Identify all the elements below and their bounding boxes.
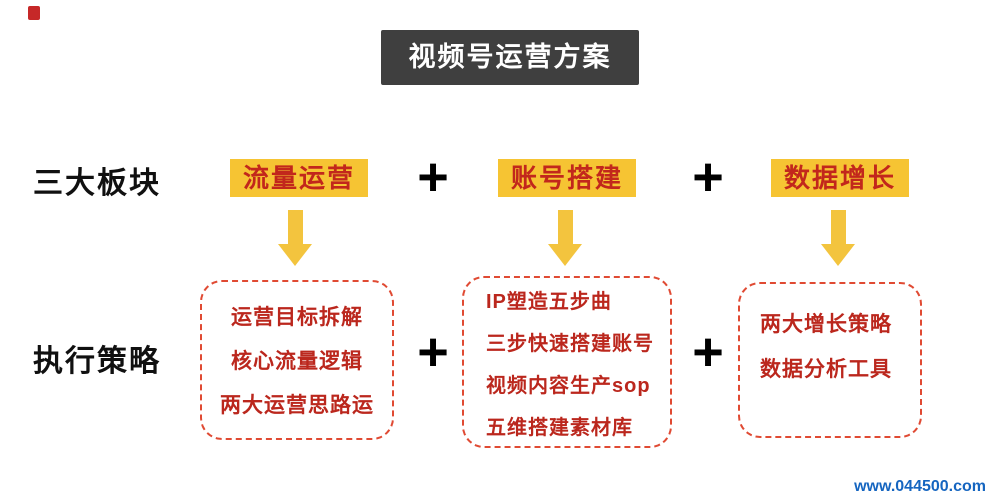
- down-arrow-icon: [821, 210, 855, 266]
- column-header-growth: 数据增长: [771, 159, 910, 197]
- corner-mark-icon: [28, 6, 40, 20]
- row-label-three-blocks: 三大板块: [33, 167, 161, 200]
- arrow-head: [548, 244, 582, 266]
- arrow-head: [821, 244, 855, 266]
- strategy-item: 三步快速搭建账号: [486, 332, 654, 355]
- strategy-item: 数据分析工具: [760, 358, 892, 381]
- arrow-head: [278, 244, 312, 266]
- plus-icon: +: [417, 322, 449, 382]
- down-arrow-icon: [278, 210, 312, 266]
- arrow-shaft: [557, 210, 573, 244]
- strategy-item: 核心流量逻辑: [231, 350, 363, 373]
- watermark-url: www.044500.com: [854, 478, 986, 495]
- column-header-account: 账号搭建: [498, 159, 637, 197]
- page-title: 视频号运营方案: [381, 30, 639, 85]
- row-label-execution-strategy: 执行策略: [33, 345, 161, 378]
- plus-icon: +: [692, 147, 724, 207]
- strategy-item: 视频内容生产sop: [486, 374, 651, 397]
- strategy-box-traffic: 运营目标拆解 核心流量逻辑 两大运营思路运: [200, 280, 394, 440]
- strategy-box-growth: 两大增长策略 数据分析工具: [738, 282, 922, 438]
- arrow-shaft: [830, 210, 846, 244]
- strategy-item: 两大增长策略: [760, 313, 892, 336]
- strategy-box-account: IP塑造五步曲 三步快速搭建账号 视频内容生产sop 五维搭建素材库: [462, 276, 672, 448]
- plus-icon: +: [417, 147, 449, 207]
- strategy-item: 五维搭建素材库: [486, 416, 633, 439]
- arrow-shaft: [287, 210, 303, 244]
- column-header-traffic: 流量运营: [230, 159, 369, 197]
- strategy-item: 两大运营思路运: [220, 394, 374, 417]
- strategy-item: 运营目标拆解: [231, 306, 363, 329]
- plus-icon: +: [692, 322, 724, 382]
- down-arrow-icon: [548, 210, 582, 266]
- strategy-item: IP塑造五步曲: [486, 290, 612, 313]
